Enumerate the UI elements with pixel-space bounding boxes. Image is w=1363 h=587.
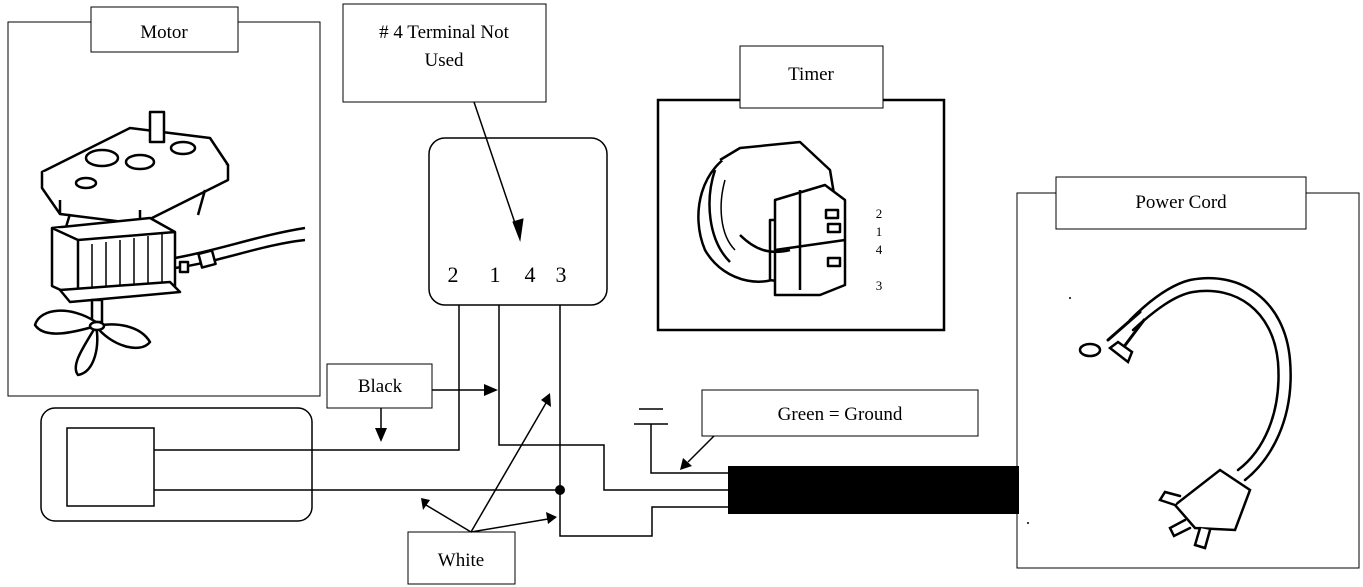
terminal-note-line2: Used — [424, 50, 464, 71]
white-label: White — [438, 550, 484, 571]
cord-sheath — [728, 466, 1019, 514]
timer-label-box — [739, 45, 884, 109]
terminal-3-label: 3 — [556, 262, 567, 287]
black-callout: Black — [326, 363, 498, 442]
power-cord-label-box — [1055, 176, 1307, 230]
green-ground-label: Green = Ground — [778, 404, 903, 425]
timer-pin-1: 1 — [876, 224, 883, 239]
motor-illustration — [33, 110, 306, 377]
motor-panel: Motor — [7, 6, 321, 397]
motor-label: Motor — [140, 22, 188, 43]
power-cord-panel: Power Cord — [1016, 176, 1360, 569]
component-box — [40, 407, 313, 522]
terminal-note-callout: # 4 Terminal Not Used — [342, 3, 547, 242]
timer-label: Timer — [788, 64, 834, 85]
splice-junction — [555, 485, 565, 495]
motor-label-box — [90, 6, 239, 53]
power-cord-illustration — [1078, 276, 1292, 550]
wires — [154, 305, 728, 537]
terminal-1-label: 1 — [490, 262, 501, 287]
timer-pin-3: 3 — [876, 278, 883, 293]
black-label: Black — [358, 376, 403, 397]
white-callout: White — [407, 393, 557, 585]
power-cord-label: Power Cord — [1135, 192, 1227, 213]
timer-pin-2: 2 — [876, 206, 883, 221]
terminal-4-label: 4 — [525, 262, 536, 287]
timer-pin-4: 4 — [876, 242, 883, 257]
timer-panel: Timer 2 1 4 3 — [656, 45, 946, 332]
timer-illustration — [697, 140, 847, 297]
terminal-2-label: 2 — [448, 262, 459, 287]
terminal-block: 2 1 4 3 — [428, 137, 608, 306]
terminal-note-line1: # 4 Terminal Not — [379, 22, 509, 43]
green-ground-callout: Green = Ground — [680, 389, 979, 470]
